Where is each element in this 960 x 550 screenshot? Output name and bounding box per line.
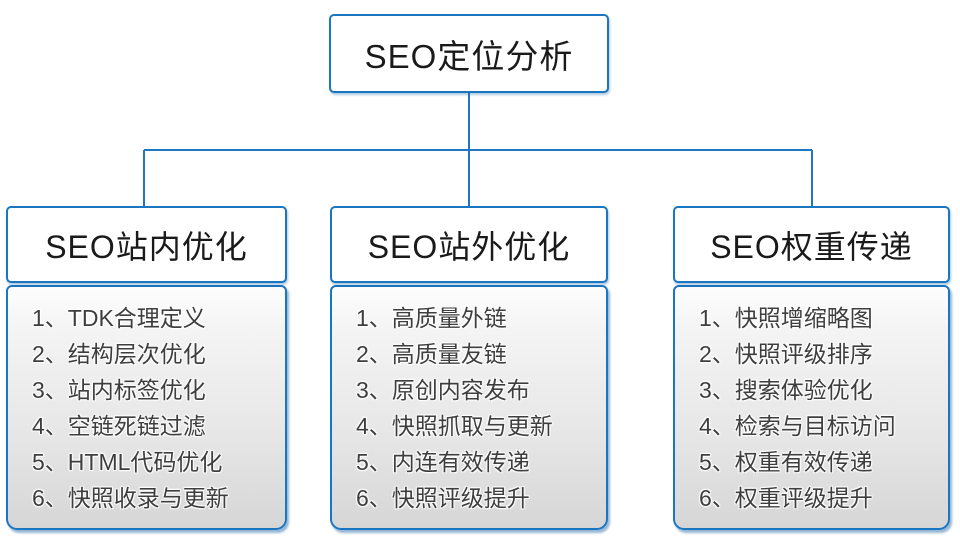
list-item: 5、HTML代码优化 bbox=[32, 449, 223, 475]
list-item: 3、原创内容发布 bbox=[356, 377, 530, 403]
list-item: 1、TDK合理定义 bbox=[32, 305, 206, 331]
root-node: SEO定位分析 bbox=[329, 14, 609, 93]
branch-header-onsite: SEO站内优化 bbox=[6, 206, 287, 283]
list-item: 2、快照评级排序 bbox=[699, 341, 873, 367]
list-item: 3、站内标签优化 bbox=[32, 377, 206, 403]
list-item: 1、快照增缩略图 bbox=[699, 305, 873, 331]
list-item: 6、权重评级提升 bbox=[699, 485, 873, 511]
branch-title: SEO权重传递 bbox=[710, 228, 913, 265]
branch-list-onsite: 1、TDK合理定义 2、结构层次优化 3、站内标签优化 4、空链死链过滤 5、H… bbox=[6, 285, 287, 530]
list-item: 5、权重有效传递 bbox=[699, 449, 873, 475]
list-item: 5、内连有效传递 bbox=[356, 449, 530, 475]
branch-list-offsite: 1、高质量外链 2、高质量友链 3、原创内容发布 4、快照抓取与更新 5、内连有… bbox=[330, 285, 608, 530]
list-item: 2、结构层次优化 bbox=[32, 341, 206, 367]
list-item: 1、高质量外链 bbox=[356, 305, 507, 331]
branch-header-offsite: SEO站外优化 bbox=[330, 206, 608, 283]
list-item: 4、检索与目标访问 bbox=[699, 413, 896, 439]
list-item: 2、高质量友链 bbox=[356, 341, 507, 367]
list-item: 4、空链死链过滤 bbox=[32, 413, 206, 439]
branch-list-weight: 1、快照增缩略图 2、快照评级排序 3、搜索体验优化 4、检索与目标访问 5、权… bbox=[673, 285, 950, 530]
branch-header-weight: SEO权重传递 bbox=[673, 206, 950, 283]
root-node-title: SEO定位分析 bbox=[364, 37, 574, 75]
branch-title: SEO站内优化 bbox=[45, 228, 248, 265]
list-item: 6、快照收录与更新 bbox=[32, 485, 229, 511]
list-item: 4、快照抓取与更新 bbox=[356, 413, 553, 439]
list-item: 3、搜索体验优化 bbox=[699, 377, 873, 403]
list-item: 6、快照评级提升 bbox=[356, 485, 530, 511]
branch-title: SEO站外优化 bbox=[367, 228, 571, 265]
